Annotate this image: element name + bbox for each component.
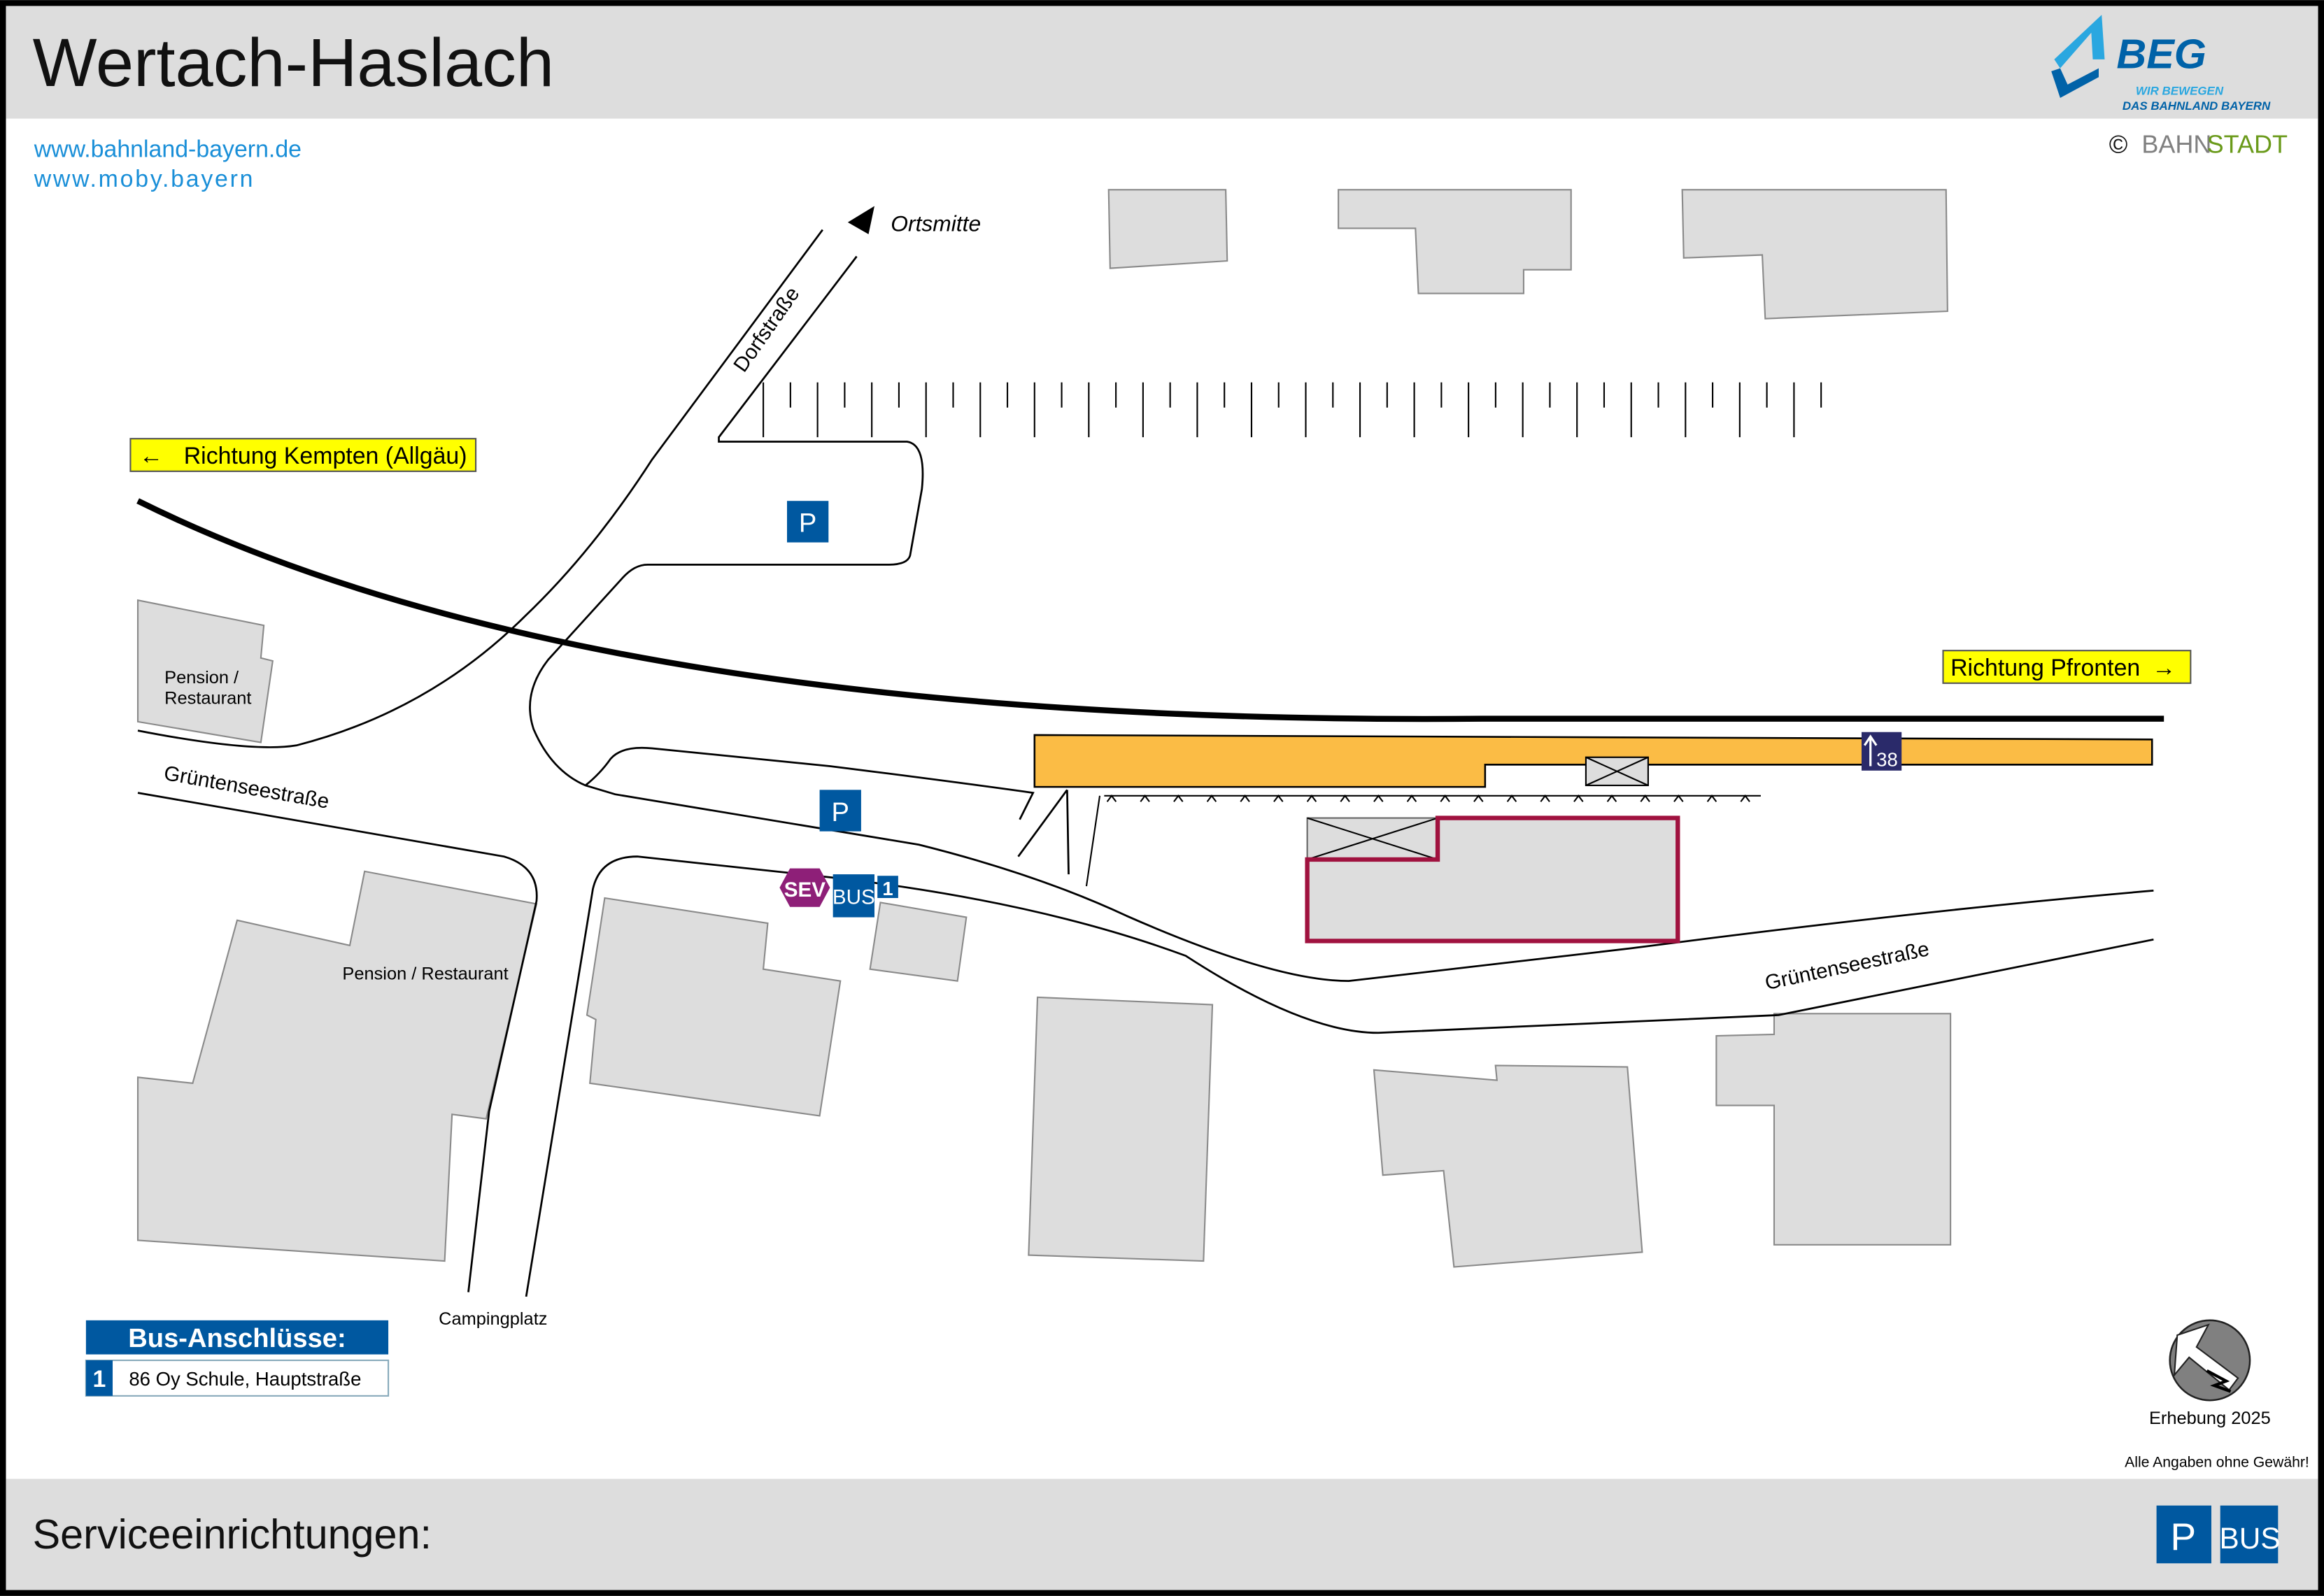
svg-text:P: P	[832, 797, 849, 827]
railway-track	[136, 498, 2164, 722]
svg-text:DAS BAHNLAND BAYERN: DAS BAHNLAND BAYERN	[2123, 99, 2271, 113]
fence-mark	[1706, 795, 1717, 802]
svg-text:BEG: BEG	[2116, 31, 2206, 78]
station-building	[1305, 815, 1680, 943]
svg-text:38: 38	[1876, 748, 1898, 770]
fence-mark	[1206, 795, 1217, 802]
link-bahnland-bayern[interactable]: www.bahnland-bayern.de	[34, 136, 302, 163]
fence-mark	[1173, 795, 1184, 802]
svg-text:Ortsmitte: Ortsmitte	[891, 211, 981, 236]
bus-icon	[832, 874, 874, 918]
svg-text:P: P	[799, 508, 816, 539]
fence-mark	[1506, 795, 1517, 802]
svg-text:Bus-Anschlüsse:: Bus-Anschlüsse:	[128, 1323, 346, 1353]
ortsmitte-pointer: Ortsmitte	[847, 206, 981, 236]
svg-text:→: →	[2152, 655, 2176, 681]
svg-text:BAHN: BAHN	[2141, 129, 2211, 158]
platform-shelter	[1585, 756, 1649, 787]
page-title: Wertach-Haslach	[33, 24, 554, 101]
svg-text:BUS: BUS	[832, 885, 875, 909]
svg-text:WIR BEWEGEN: WIR BEWEGEN	[2136, 85, 2224, 98]
svg-text:Richtung Pfronten: Richtung Pfronten	[1950, 655, 2140, 681]
fence	[1085, 795, 1761, 887]
svg-text:Richtung Kempten (Allgäu): Richtung Kempten (Allgäu)	[184, 443, 467, 469]
fence-mark	[1440, 795, 1450, 802]
svg-text:86 Oy Schule, Hauptstraße: 86 Oy Schule, Hauptstraße	[129, 1368, 361, 1390]
direction-triangle-icon	[847, 206, 874, 234]
header-band	[6, 6, 2318, 119]
link-moby-bayern[interactable]: www.moby.bayern	[34, 166, 255, 192]
pension-label-line2: Restaurant	[164, 688, 251, 708]
svg-text:SEV: SEV	[784, 878, 826, 902]
svg-text:BUS: BUS	[2220, 1522, 2281, 1555]
beg-logo: BEG WIR BEWEGEN DAS BAHNLAND BAYERN	[2051, 15, 2271, 113]
pension-restaurant-label: Pension / Restaurant	[342, 964, 508, 984]
pension-label-line1: Pension /	[164, 668, 239, 687]
fence-mark	[1740, 795, 1750, 802]
fence-mark	[1406, 795, 1417, 802]
svg-text:STADT: STADT	[2207, 129, 2288, 158]
fence-mark	[1140, 795, 1150, 802]
fence-mark	[1606, 795, 1617, 802]
sev-icon	[779, 868, 830, 907]
bus-connections-legend: Bus-Anschlüsse: 1 86 Oy Schule, Hauptstr…	[85, 1320, 390, 1397]
service-bus-icon: BUS	[2220, 1505, 2281, 1564]
survey-year: Erhebung 2025	[2149, 1409, 2271, 1428]
parking-stalls	[763, 382, 1822, 438]
parking-icon-1: P	[786, 501, 829, 543]
fence-mark	[1240, 795, 1250, 802]
north-arrow-icon	[2169, 1319, 2251, 1402]
fence-mark	[1273, 795, 1284, 802]
disclaimer: Alle Angaben ohne Gewähr!	[2125, 1455, 2309, 1471]
fence-mark	[1540, 795, 1550, 802]
svg-text:←: ←	[139, 443, 163, 469]
fence-mark	[1106, 795, 1117, 802]
svg-text:©: ©	[2109, 129, 2128, 158]
service-parking-icon: P	[2156, 1505, 2211, 1564]
footer-band	[6, 1479, 2318, 1590]
bus-stop: SEV BUS 1	[779, 868, 898, 918]
svg-text:P: P	[2170, 1515, 2196, 1558]
fence-mark	[1373, 795, 1384, 802]
svg-text:1: 1	[93, 1366, 106, 1392]
roads	[137, 229, 2154, 1297]
arrow-up-icon	[1863, 734, 1878, 767]
fence-mark	[1306, 795, 1317, 802]
bahnstadt-copyright: © BAHN STADT	[2109, 129, 2288, 158]
svg-text:1: 1	[882, 878, 893, 899]
fence-mark	[1340, 795, 1350, 802]
direction-sign-pfronten: Richtung Pfronten →	[1942, 650, 2192, 684]
fence-mark	[1573, 795, 1584, 802]
fence-mark	[1673, 795, 1684, 802]
fence-mark	[1473, 795, 1484, 802]
parking-icon-2: P	[819, 790, 861, 832]
campingplatz-label: Campingplatz	[439, 1309, 547, 1329]
buildings	[136, 189, 1952, 1268]
footer-title: Serviceeinrichtungen:	[33, 1511, 432, 1558]
fence-mark	[1640, 795, 1650, 802]
direction-sign-kempten: ← Richtung Kempten (Allgäu)	[129, 438, 477, 472]
platform-sign-38: 38	[1861, 732, 1902, 771]
